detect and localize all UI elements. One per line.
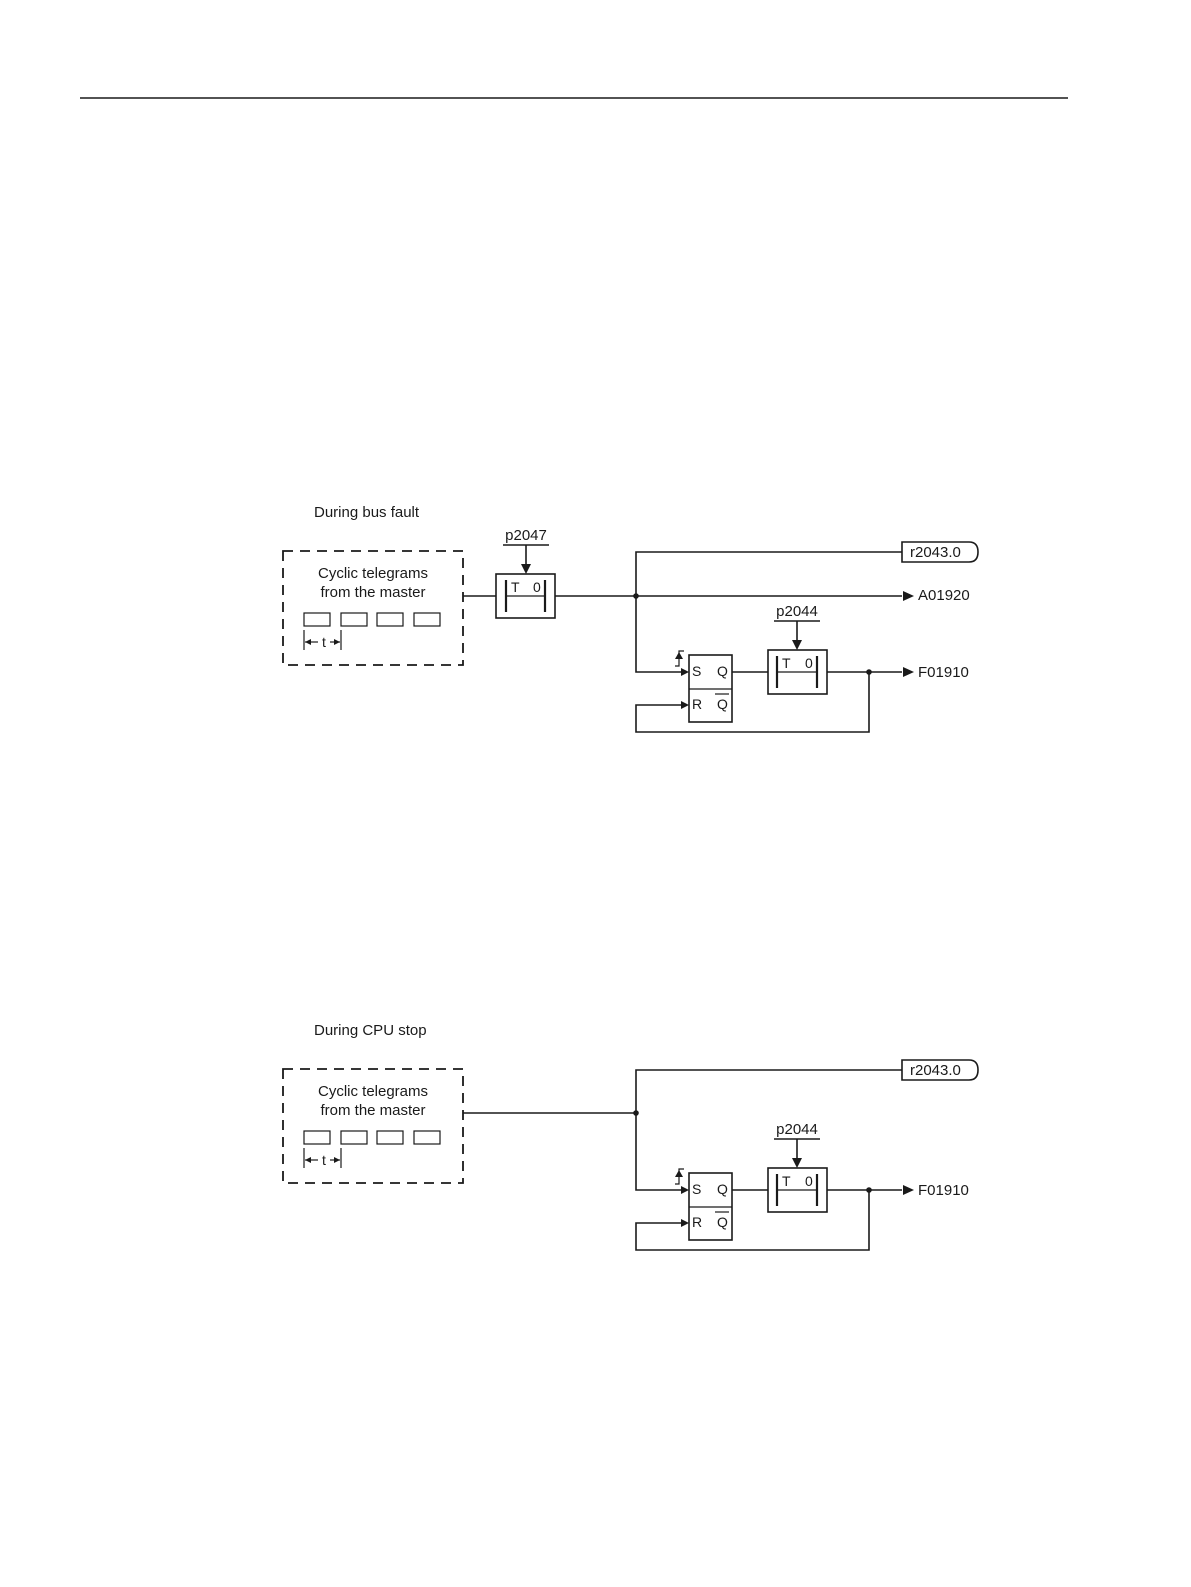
interval-marker: t bbox=[304, 1148, 341, 1168]
diagram-bus-fault: During bus fault Cyclic telegrams from t… bbox=[283, 504, 978, 732]
telegram-frames bbox=[304, 613, 440, 626]
timer-0: 0 bbox=[533, 579, 541, 595]
timer2-param: p2044 bbox=[776, 603, 818, 620]
timer-T: T bbox=[782, 1173, 791, 1189]
reset-arrowhead bbox=[681, 1219, 689, 1227]
ff-Qbar: Q bbox=[717, 1214, 728, 1230]
timer-block: T 0 bbox=[768, 1168, 827, 1212]
source-label-line2: from the master bbox=[320, 1102, 425, 1119]
timer-T: T bbox=[782, 655, 791, 671]
source-label-line2: from the master bbox=[320, 584, 425, 601]
diagram-title: During CPU stop bbox=[314, 1022, 427, 1039]
timer1-param: p2047 bbox=[505, 527, 547, 544]
telegram-frame bbox=[414, 613, 440, 626]
telegram-frame bbox=[414, 1131, 440, 1144]
ff-Qbar: Q bbox=[717, 696, 728, 712]
telegram-frame bbox=[377, 1131, 403, 1144]
rs-flip-flop: S Q R Q bbox=[689, 655, 732, 722]
edge-trigger-icon bbox=[675, 1169, 684, 1184]
fault-arrowhead bbox=[903, 667, 914, 677]
output-fault: F01910 bbox=[918, 1182, 969, 1199]
timer-T: T bbox=[511, 579, 520, 595]
set-arrowhead bbox=[681, 668, 689, 676]
output-fault: F01910 bbox=[918, 664, 969, 681]
ff-S: S bbox=[692, 1181, 701, 1197]
interval-label: t bbox=[322, 634, 326, 650]
telegram-frame bbox=[341, 613, 367, 626]
edge-trigger-icon bbox=[675, 651, 684, 666]
alarm-arrowhead bbox=[903, 591, 914, 601]
timer-block: T 0 bbox=[496, 574, 555, 618]
telegram-frame bbox=[304, 1131, 330, 1144]
set-arrowhead bbox=[681, 1186, 689, 1194]
reset-feedback-line bbox=[636, 672, 869, 732]
interval-marker: t bbox=[304, 630, 341, 650]
reset-feedback-line bbox=[636, 1190, 869, 1250]
diagram-cpu-stop: During CPU stop Cyclic telegrams from th… bbox=[283, 1022, 978, 1250]
telegram-frame bbox=[304, 613, 330, 626]
status-line bbox=[636, 552, 902, 596]
timer-block: T 0 bbox=[768, 650, 827, 694]
param-arrowhead bbox=[792, 640, 802, 650]
timer-param: p2044 bbox=[776, 1121, 818, 1138]
output-alarm: A01920 bbox=[918, 587, 970, 604]
output-status: r2043.0 bbox=[910, 1062, 961, 1079]
ff-Q: Q bbox=[717, 1181, 728, 1197]
ff-R: R bbox=[692, 1214, 702, 1230]
ff-Q: Q bbox=[717, 663, 728, 679]
ff-S: S bbox=[692, 663, 701, 679]
timer-0: 0 bbox=[805, 655, 813, 671]
source-label-line1: Cyclic telegrams bbox=[318, 565, 428, 582]
param-arrowhead bbox=[792, 1158, 802, 1168]
diagram-title: During bus fault bbox=[314, 504, 420, 521]
telegram-frame bbox=[341, 1131, 367, 1144]
rs-flip-flop: S Q R Q bbox=[689, 1173, 732, 1240]
telegram-frame bbox=[377, 613, 403, 626]
output-status: r2043.0 bbox=[910, 544, 961, 561]
interval-label: t bbox=[322, 1152, 326, 1168]
status-line bbox=[636, 1070, 902, 1113]
fault-arrowhead bbox=[903, 1185, 914, 1195]
reset-arrowhead bbox=[681, 701, 689, 709]
ff-R: R bbox=[692, 696, 702, 712]
source-label-line1: Cyclic telegrams bbox=[318, 1083, 428, 1100]
timer-0: 0 bbox=[805, 1173, 813, 1189]
telegram-frames bbox=[304, 1131, 440, 1144]
param-arrowhead bbox=[521, 564, 531, 574]
